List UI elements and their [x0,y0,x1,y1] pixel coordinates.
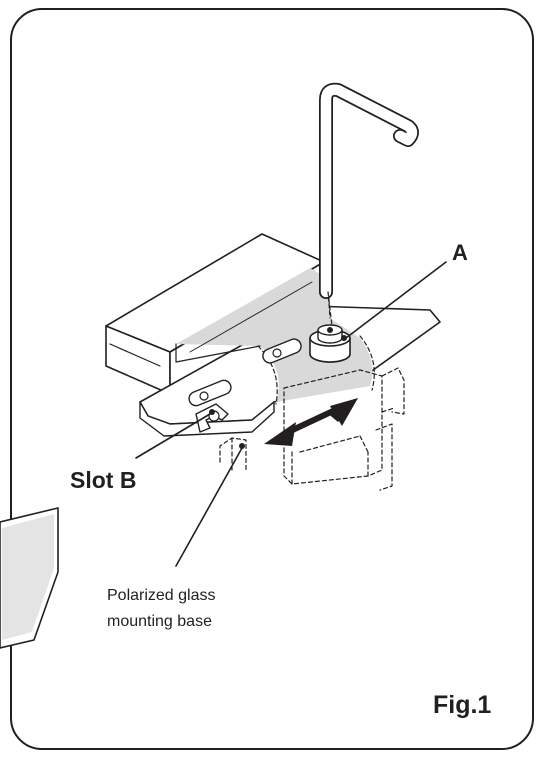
double-arrow-icon [264,398,358,446]
background-sheet [0,507,59,649]
caption-polarized-glass-base: Polarized glass mounting base [107,583,216,635]
caption-line-2: mounting base [107,613,212,630]
leader-a [345,261,447,339]
leader-base [175,447,243,567]
slot-holes [188,338,302,433]
figure-number: Fig.1 [433,691,492,719]
hex-key-icon [319,82,419,327]
leader-slot-b [135,413,211,459]
leader-lines [135,261,447,567]
screw-a [309,324,351,363]
label-a: A [452,240,468,265]
caption-line-1: Polarized glass [107,587,216,604]
label-slot-b: Slot B [70,467,137,493]
mounting-base-outline [219,367,405,491]
